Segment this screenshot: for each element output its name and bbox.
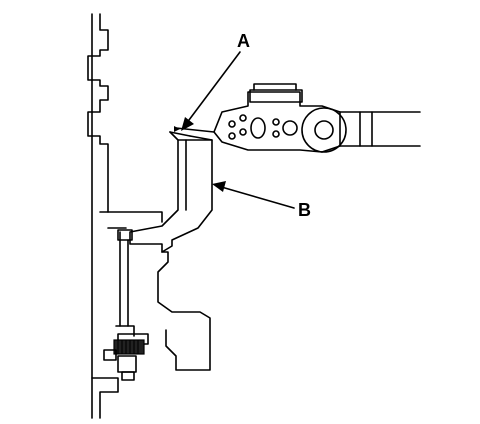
shaft-b — [129, 131, 213, 371]
knurled-nut-icon — [103, 333, 149, 381]
leader-arrow-a — [181, 51, 241, 131]
housing-outline — [87, 13, 163, 419]
callout-label-a: A — [237, 31, 250, 51]
rod-assembly — [115, 229, 135, 337]
dial-indicator-icon — [174, 83, 421, 153]
leader-arrow-b — [212, 181, 295, 209]
callout-label-b: B — [298, 200, 311, 220]
